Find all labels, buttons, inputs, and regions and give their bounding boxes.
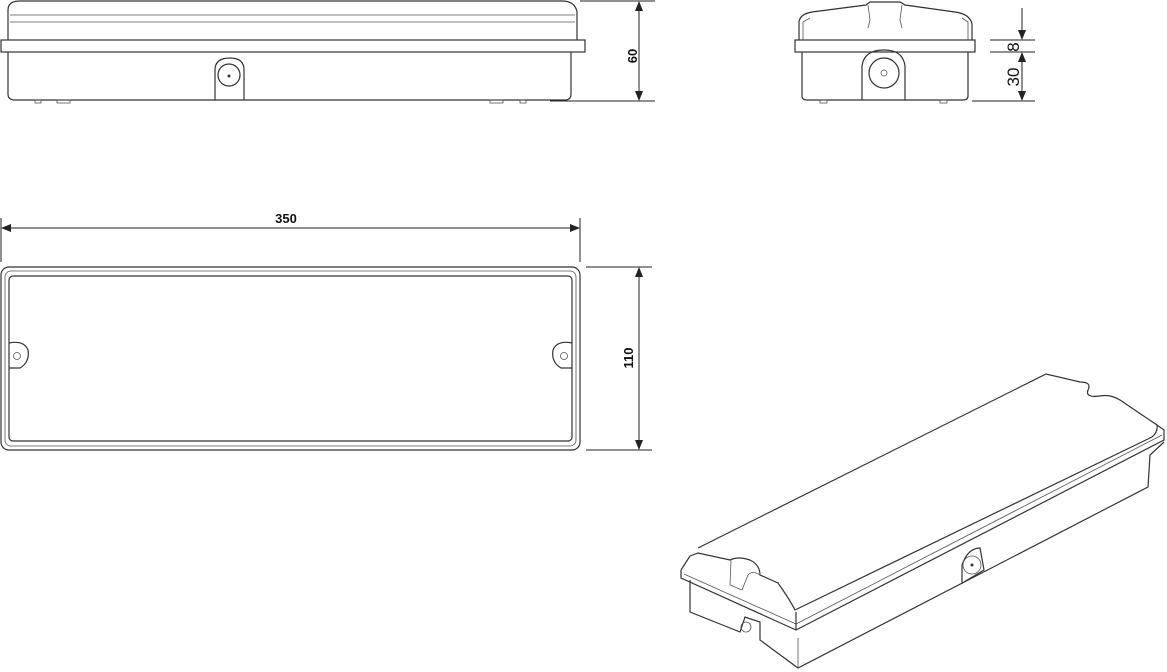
dim-label-30: 30 <box>1004 68 1023 87</box>
dimension-side-heights: 8 30 <box>972 8 1035 102</box>
dimension-width: 110 <box>586 266 652 451</box>
front-view <box>0 0 586 104</box>
dimension-length: 350 <box>0 211 581 262</box>
dim-label-110: 110 <box>621 348 636 369</box>
dim-label-8: 8 <box>1004 42 1023 51</box>
mounting-hole-right <box>552 341 573 369</box>
top-view <box>0 266 581 451</box>
dim-label-350: 350 <box>275 211 297 226</box>
dim-label-60: 60 <box>625 49 640 63</box>
isometric-view <box>680 373 1165 669</box>
dimension-front-height: 60 <box>550 0 655 102</box>
mounting-hole-left <box>8 341 29 369</box>
cable-gland <box>961 547 985 584</box>
side-view <box>794 1 976 104</box>
